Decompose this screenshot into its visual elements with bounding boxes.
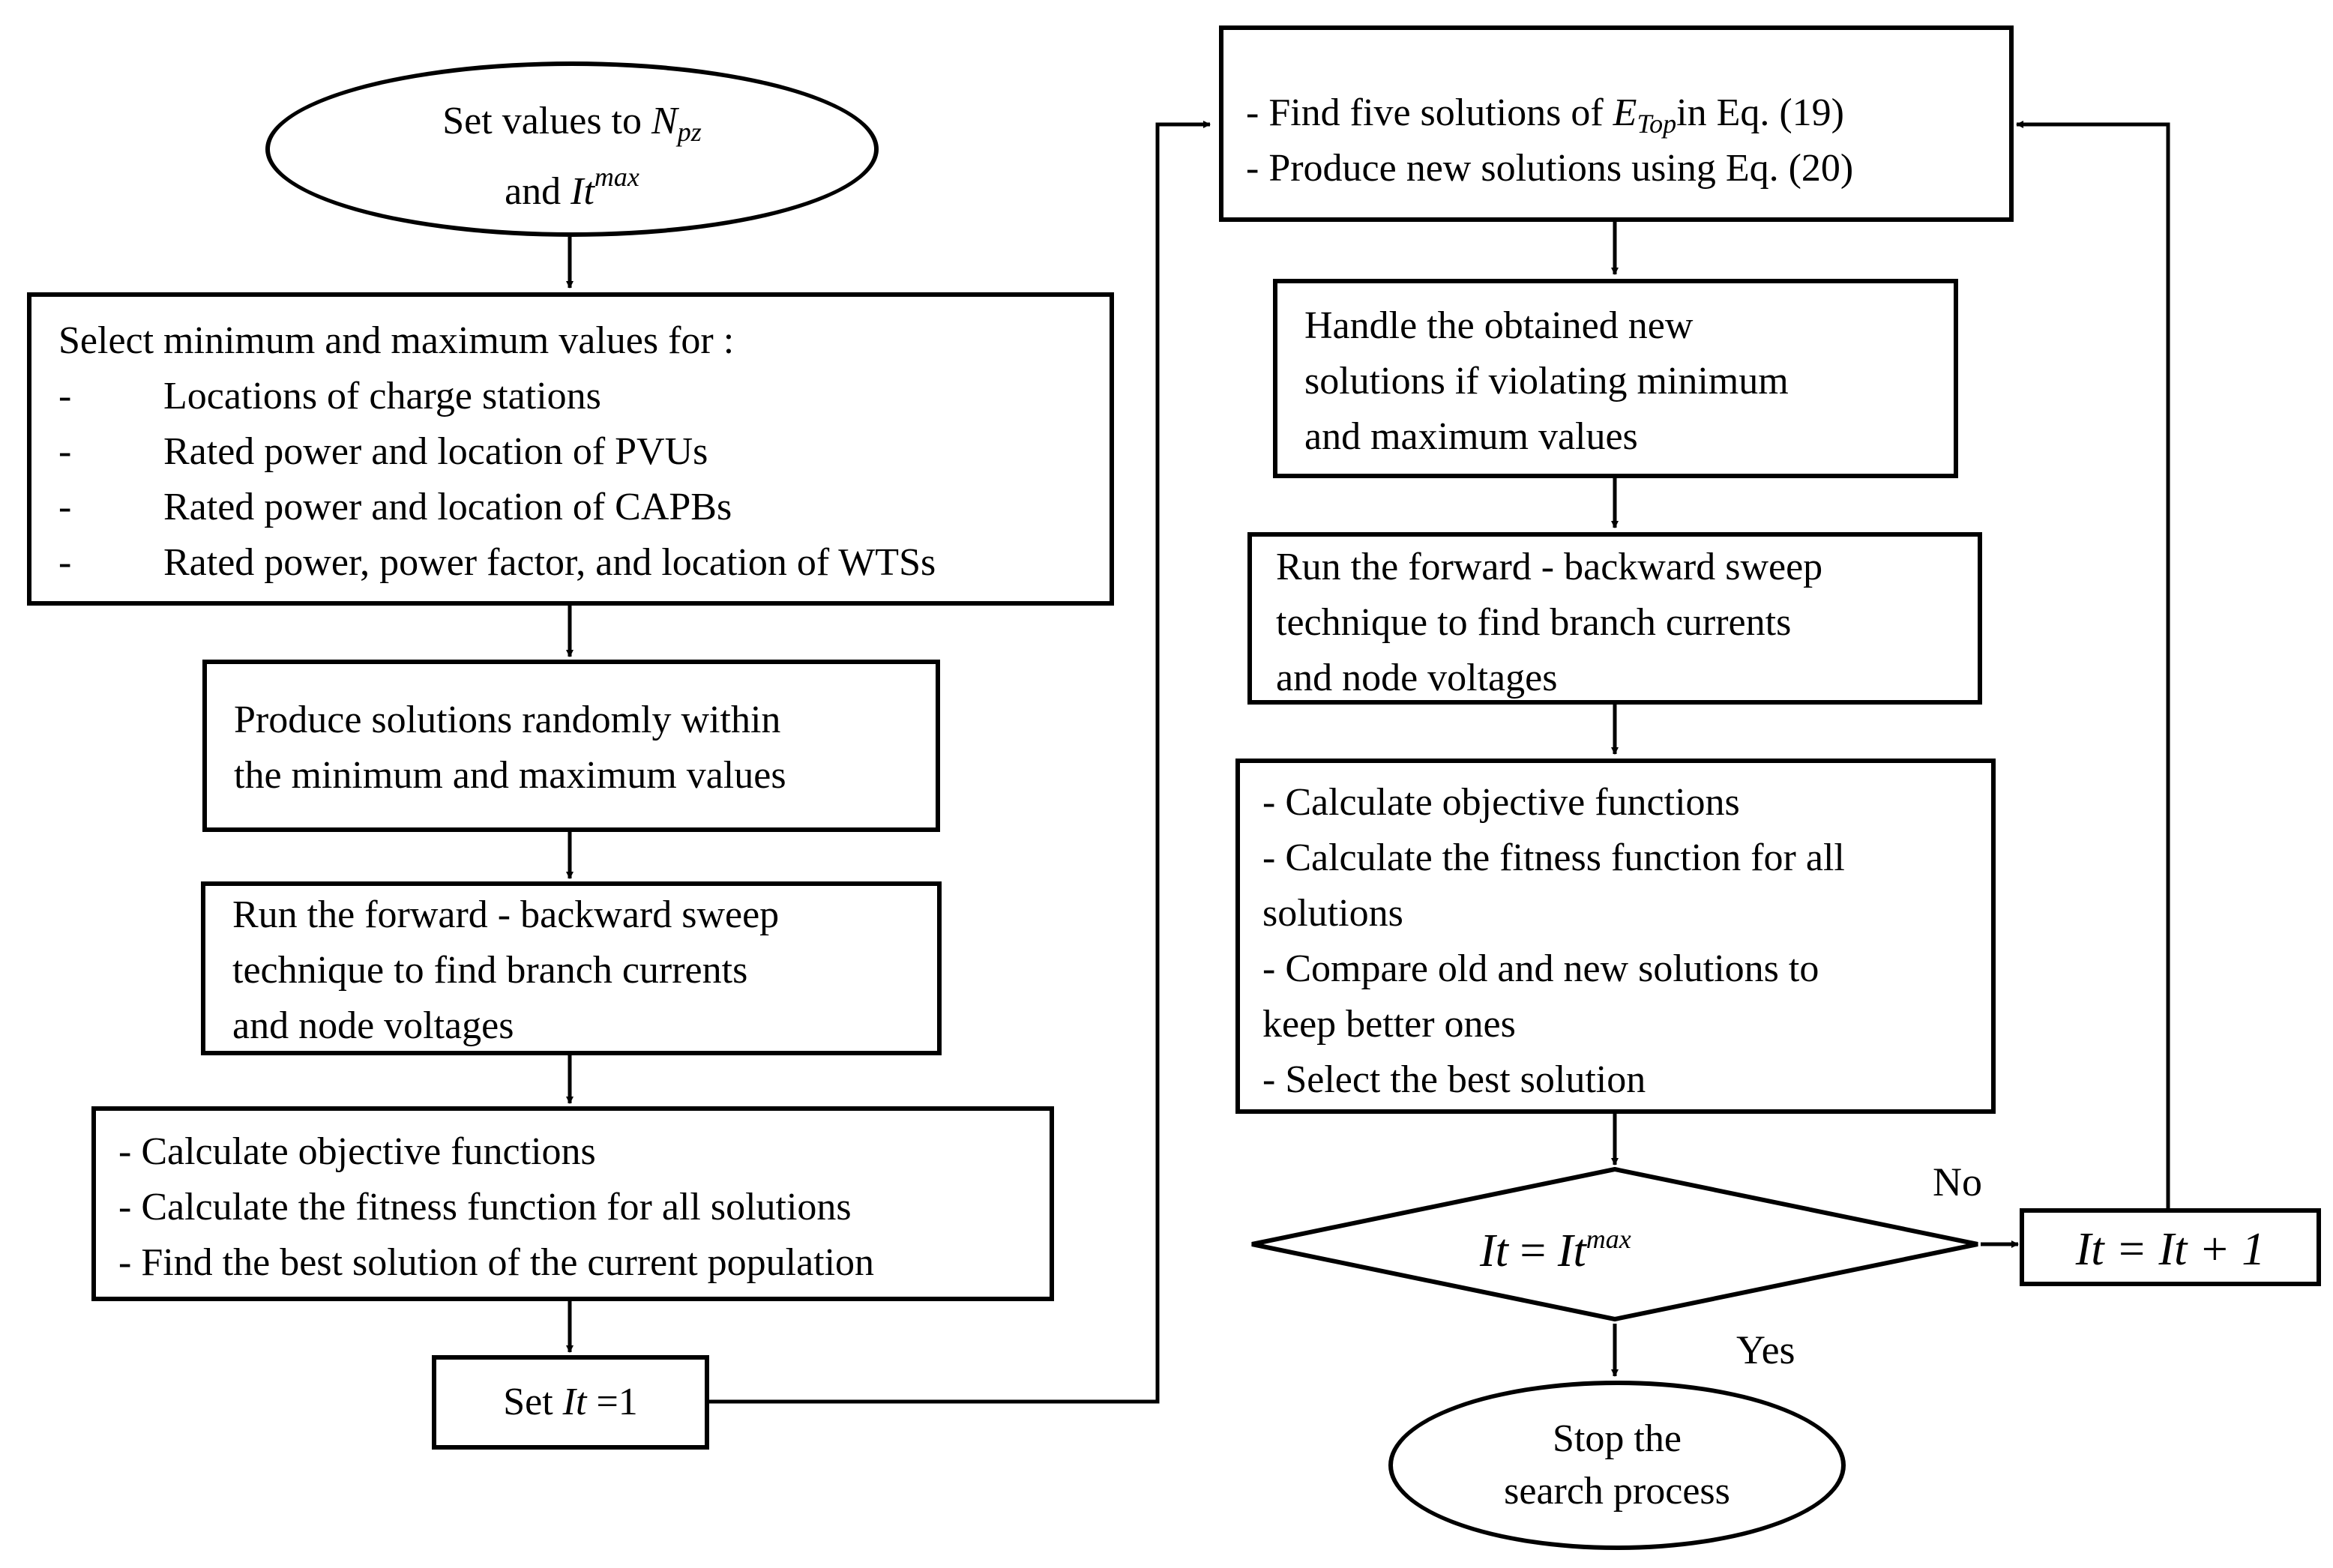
- set-iteration-box: Set It =1: [432, 1355, 709, 1450]
- select-item: -Rated power, power factor, and location…: [58, 541, 936, 584]
- run-sweep-box-right: Run the forward - backward sweep techniq…: [1247, 532, 1982, 705]
- calc-objective-text-right: - Calculate objective functions - Calcul…: [1262, 781, 1845, 1101]
- no-label: No: [1933, 1160, 1982, 1204]
- yes-label: Yes: [1736, 1327, 1795, 1372]
- calc-objective-box-left: - Calculate objective functions - Calcul…: [91, 1106, 1054, 1301]
- run-sweep-box-left: Run the forward - backward sweep techniq…: [201, 881, 942, 1055]
- set-iteration-text: Set It =1: [503, 1381, 638, 1423]
- arrow-setit-to-find: [709, 121, 1211, 1404]
- select-item: -Locations of charge stations: [58, 375, 601, 417]
- select-ranges-text: Select minimum and maximum values for : …: [58, 313, 936, 591]
- start-text: Set values to Npz and Itmax: [442, 94, 702, 213]
- select-item: -Rated power and location of CAPBs: [58, 486, 732, 528]
- increment-iteration-box: It = It + 1: [2020, 1208, 2321, 1286]
- start-oval: Set values to Npz and Itmax: [265, 61, 879, 237]
- produce-solutions-text: Produce solutions randomly within the mi…: [234, 699, 786, 797]
- run-sweep-text-left: Run the forward - backward sweep techniq…: [232, 893, 780, 1047]
- find-solutions-text: - Find five solutions of ETopin Eq. (19)…: [1246, 91, 1854, 190]
- increment-iteration-text: It = It + 1: [2075, 1224, 2266, 1275]
- start-line-2: and Itmax: [505, 162, 639, 213]
- calc-objective-box-right: - Calculate objective functions - Calcul…: [1235, 759, 1996, 1114]
- stop-oval: Stop the search process: [1388, 1381, 1846, 1550]
- calc-objective-text-left: - Calculate objective functions - Calcul…: [118, 1130, 875, 1284]
- start-line-1: Set values to Npz: [442, 100, 702, 147]
- stop-text: Stop the search process: [1504, 1417, 1730, 1513]
- run-sweep-text-right: Run the forward - backward sweep techniq…: [1276, 546, 1823, 699]
- find-solutions-box: - Find five solutions of ETopin Eq. (19)…: [1219, 25, 2014, 222]
- arrow-increment-to-find: [2016, 121, 2170, 1208]
- decision-diamond: [1251, 1166, 1978, 1322]
- handle-violations-box: Handle the obtained new solutions if vio…: [1273, 279, 1958, 478]
- produce-solutions-box: Produce solutions randomly within the mi…: [202, 660, 940, 832]
- decision-condition: It = Itmax: [1480, 1224, 1631, 1276]
- select-item: -Rated power and location of PVUs: [58, 430, 708, 473]
- select-ranges-title: Select minimum and maximum values for :: [58, 319, 735, 362]
- handle-violations-text: Handle the obtained new solutions if vio…: [1304, 304, 1789, 458]
- select-ranges-box: Select minimum and maximum values for : …: [27, 292, 1114, 606]
